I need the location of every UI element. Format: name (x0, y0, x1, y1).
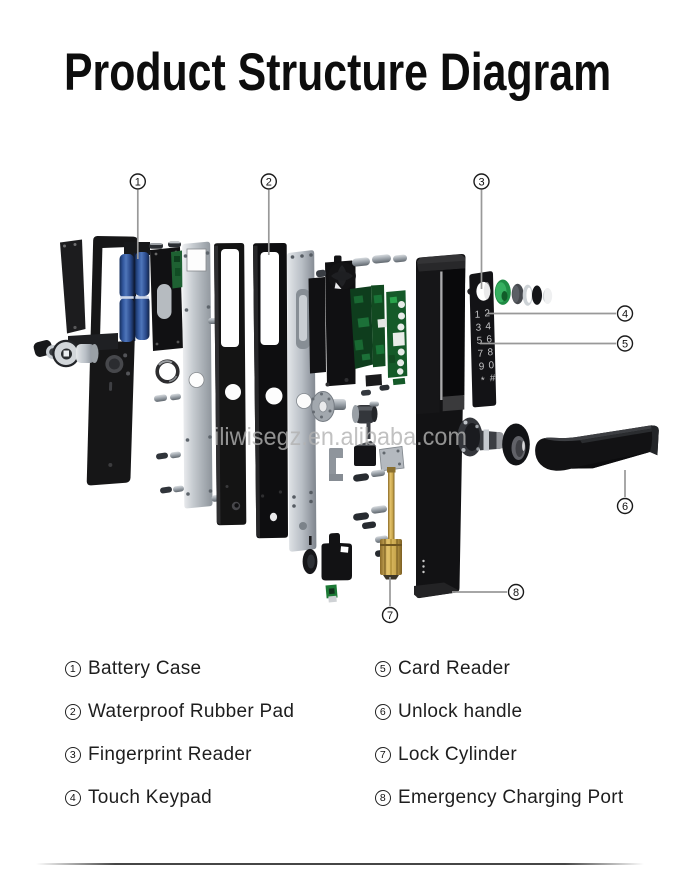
svg-text:*: * (481, 375, 485, 386)
svg-text:2: 2 (484, 308, 490, 319)
svg-text:7: 7 (478, 348, 484, 359)
svg-text:2: 2 (266, 176, 272, 188)
svg-text:6: 6 (486, 334, 492, 345)
svg-text:1: 1 (135, 176, 141, 188)
svg-text:8: 8 (487, 347, 493, 358)
svg-text:5: 5 (476, 336, 482, 347)
svg-text:7: 7 (387, 610, 393, 622)
svg-text:#: # (490, 373, 496, 384)
svg-text:0: 0 (488, 360, 494, 371)
svg-text:3: 3 (475, 323, 481, 334)
svg-text:9: 9 (479, 361, 485, 372)
svg-text:4: 4 (485, 321, 491, 332)
svg-text:iliwisegz.en.alibaba.com: iliwisegz.en.alibaba.com (214, 423, 467, 451)
svg-text:5: 5 (622, 338, 628, 350)
svg-text:4: 4 (622, 308, 628, 320)
svg-text:3: 3 (478, 176, 484, 188)
svg-text:1: 1 (474, 310, 480, 321)
svg-text:6: 6 (622, 501, 628, 513)
svg-text:8: 8 (513, 587, 519, 599)
